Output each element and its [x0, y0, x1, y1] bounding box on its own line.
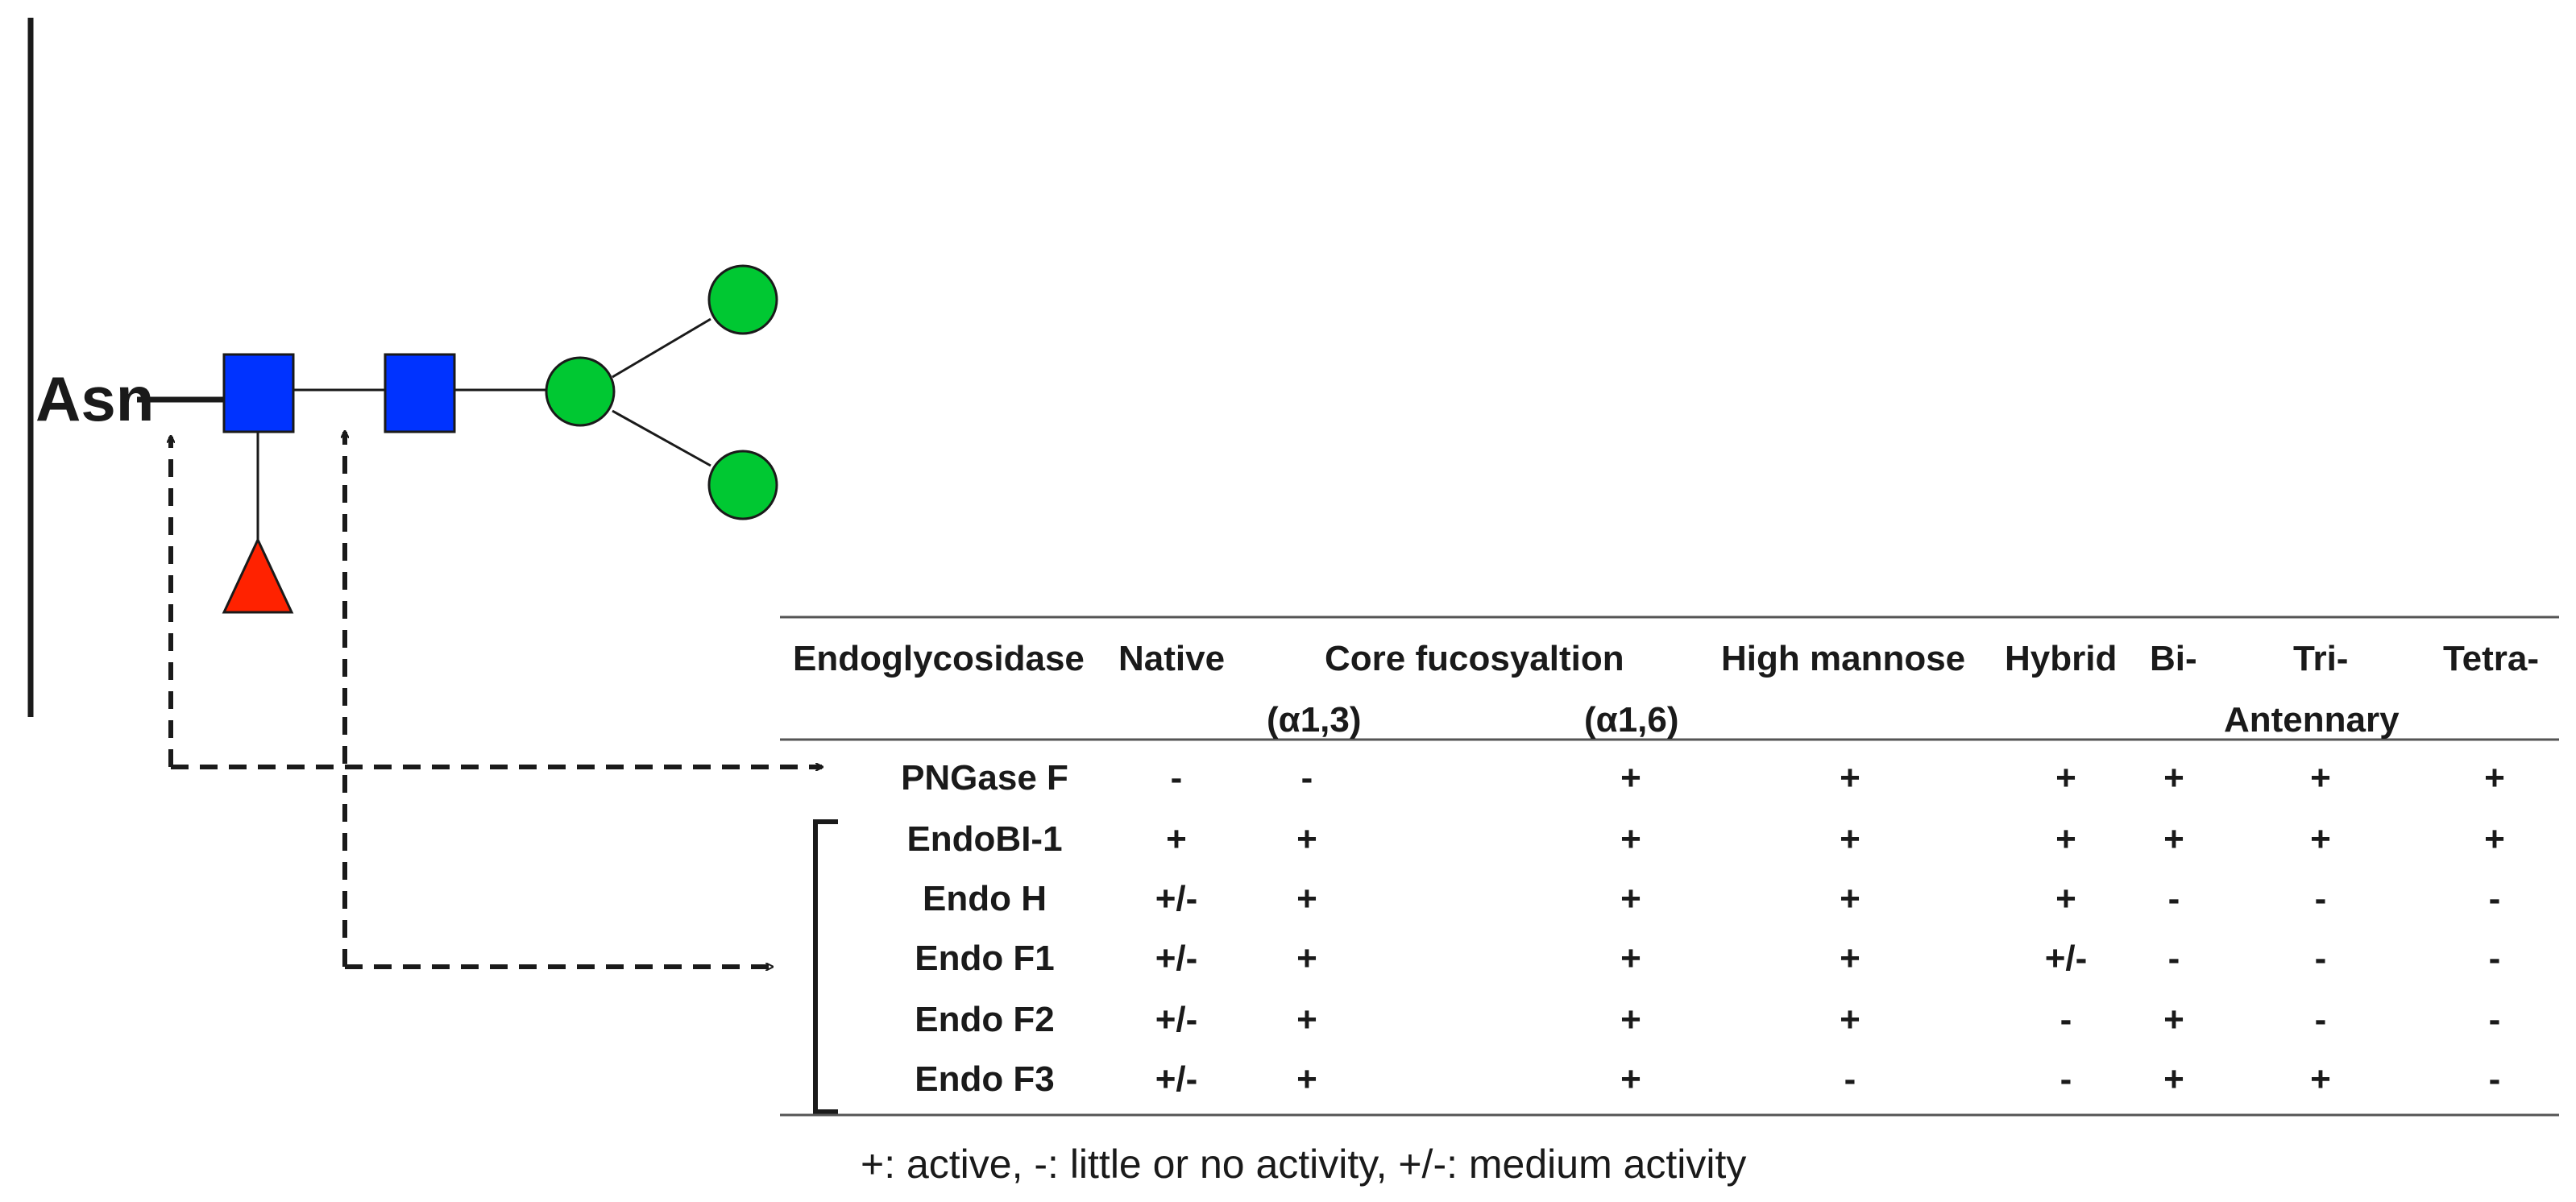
activity-cell: + [2310, 1059, 2331, 1099]
activity-legend: +: active, -: little or no activity, +/-… [861, 1142, 1747, 1187]
enzyme-name: Endo H [923, 879, 1047, 918]
activity-cell: + [2163, 758, 2184, 798]
enzyme-name: Endo F3 [915, 1059, 1055, 1099]
fucose-triangle [222, 537, 294, 614]
glcnac-square-2 [384, 353, 456, 433]
activity-cell: + [1296, 1000, 1317, 1039]
activity-cell: - [1844, 1059, 1856, 1099]
activity-cell: + [2055, 758, 2076, 798]
activity-cell: + [2484, 758, 2505, 798]
activity-cell: - [2167, 879, 2180, 918]
header-tri: Tri- [2293, 639, 2349, 678]
activity-cell: + [2163, 819, 2184, 859]
enzyme-name: Endo F1 [915, 939, 1055, 978]
activity-cell: - [2488, 879, 2501, 918]
mannose-circle-upper [707, 264, 778, 335]
activity-cell: + [1840, 1000, 1860, 1039]
activity-cell: + [2055, 819, 2076, 859]
activity-cell: - [2314, 879, 2327, 918]
activity-cell: - [2488, 1000, 2501, 1039]
activity-cell: + [1620, 758, 1641, 798]
activity-cell: + [1840, 758, 1860, 798]
header-core-fucosylation: Core fucosyaltion [1325, 639, 1624, 678]
activity-cell: + [1620, 1000, 1641, 1039]
glycan-bond [612, 409, 711, 467]
header-endoglycosidase: Endoglycosidase [793, 639, 1085, 678]
activity-cell: + [1840, 879, 1860, 918]
activity-cell: + [2310, 758, 2331, 798]
activity-cell: - [2060, 1059, 2072, 1099]
glycan-bond [612, 317, 711, 379]
activity-cell: - [1300, 758, 1313, 798]
mannose-circle-core [545, 356, 616, 427]
activity-cell: + [1620, 1059, 1641, 1099]
header-native: Native [1118, 639, 1226, 678]
activity-cell: + [1620, 819, 1641, 859]
asn-label: Asn [35, 363, 155, 434]
activity-cell: - [1170, 758, 1183, 798]
header-bi: Bi- [2150, 639, 2197, 678]
header-hybrid: Hybrid [2005, 639, 2118, 678]
activity-cell: +/- [1155, 1000, 1198, 1039]
activity-cell: + [1620, 939, 1641, 978]
activity-cell: +/- [1155, 1059, 1198, 1099]
activity-cell: + [1296, 879, 1317, 918]
activity-cell: +/- [1155, 939, 1198, 978]
header-alpha13: (α1,3) [1267, 700, 1362, 740]
endo-group-bracket [813, 819, 838, 1114]
activity-cell: - [2488, 1059, 2501, 1099]
activity-cell: + [1166, 819, 1187, 859]
activity-cell: + [1840, 819, 1860, 859]
activity-cell: + [1296, 819, 1317, 859]
enzyme-name: PNGase F [901, 758, 1068, 798]
activity-cell: +/- [1155, 879, 1198, 918]
header-antennary: Antennary [2224, 700, 2400, 740]
activity-cell: - [2314, 939, 2327, 978]
activity-cell: - [2314, 1000, 2327, 1039]
activity-cell: + [1620, 879, 1641, 918]
glcnac-square-1 [222, 353, 295, 433]
header-alpha16: (α1,6) [1584, 700, 1679, 740]
enzyme-name: Endo F2 [915, 1000, 1055, 1039]
activity-cell: + [2163, 1000, 2184, 1039]
activity-cell: + [2163, 1059, 2184, 1099]
activity-cell: + [2055, 879, 2076, 918]
activity-cell: - [2488, 939, 2501, 978]
activity-cell: + [1840, 939, 1860, 978]
mannose-circle-lower [707, 450, 778, 520]
activity-cell: + [1296, 1059, 1317, 1099]
activity-cell: +/- [2044, 939, 2088, 978]
enzyme-name: EndoBI-1 [906, 819, 1063, 859]
activity-cell: + [1296, 939, 1317, 978]
activity-cell: - [2167, 939, 2180, 978]
header-tetra: Tetra- [2443, 639, 2539, 678]
activity-cell: + [2484, 819, 2505, 859]
activity-cell: + [2310, 819, 2331, 859]
header-high-mannose: High mannose [1721, 639, 1966, 678]
activity-cell: - [2060, 1000, 2072, 1039]
